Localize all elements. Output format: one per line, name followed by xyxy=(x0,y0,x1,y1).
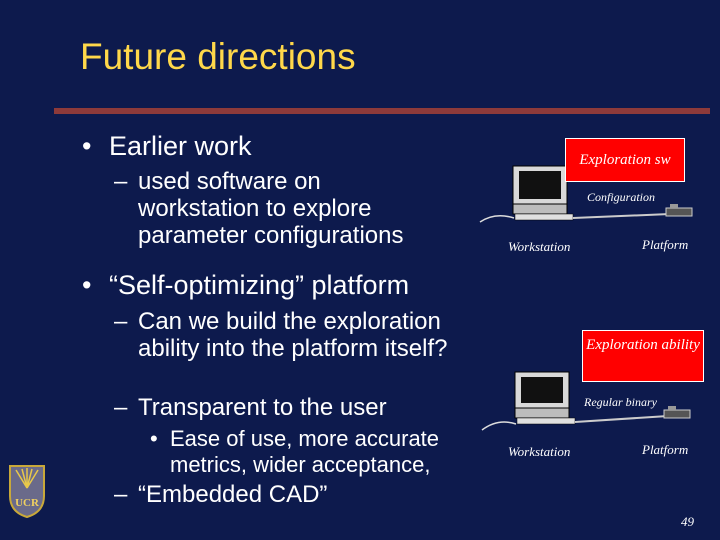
workstation-icon xyxy=(479,165,574,223)
slide-title: Future directions xyxy=(80,36,356,77)
sub-bullet-software: – used software on workstation to explor… xyxy=(114,168,444,249)
title-rule xyxy=(54,108,710,114)
label-regular-binary: Regular binary xyxy=(584,395,657,409)
bullet-self-optimizing: • “Self-optimizing” platform xyxy=(82,270,409,301)
sub-sub-bullet-text: Ease of use, more accurate metrics, wide… xyxy=(170,426,440,477)
bullet-dot: • xyxy=(150,426,158,451)
sub-bullet-text: Can we build the exploration ability int… xyxy=(138,308,448,362)
dash: – xyxy=(114,394,128,421)
dash: – xyxy=(114,168,128,195)
bullet-earlier-work: • Earlier work xyxy=(82,131,252,162)
sub-bullet-text: Transparent to the user xyxy=(138,394,387,421)
bullet-dot: • xyxy=(82,131,92,161)
sub-bullet-embedded: – “Embedded CAD” xyxy=(114,481,464,508)
callout-exploration-sw: Exploration sw xyxy=(565,138,685,182)
top-diagram-art xyxy=(479,165,693,223)
sub-bullet-text: used software on workstation to explore … xyxy=(138,168,404,249)
sub-bullet-text: “Embedded CAD” xyxy=(138,481,328,508)
label-workstation-top: Workstation xyxy=(508,239,571,254)
label-platform-bottom: Platform xyxy=(642,442,689,457)
sub-sub-bullet-ease: • Ease of use, more accurate metrics, wi… xyxy=(150,426,470,478)
bullet-dot: • xyxy=(82,270,92,300)
label-platform-top: Platform xyxy=(642,237,689,252)
sub-bullet-build: – Can we build the exploration ability i… xyxy=(114,308,464,362)
label-workstation-bottom: Workstation xyxy=(508,444,571,459)
bullet-text: Earlier work xyxy=(108,131,252,161)
platform-board-icon xyxy=(663,406,691,419)
link-cable xyxy=(572,213,671,219)
link-cable xyxy=(574,415,669,423)
dash: – xyxy=(114,308,128,335)
ucr-seal-logo: UCR xyxy=(9,465,45,518)
platform-board-icon xyxy=(665,204,693,217)
workstation-icon xyxy=(481,371,576,431)
dash: – xyxy=(114,481,128,508)
sub-bullet-transparent: – Transparent to the user xyxy=(114,394,464,421)
bullet-text: “Self-optimizing” platform xyxy=(108,270,410,300)
page-number: 49 xyxy=(681,514,694,529)
logo-text: UCR xyxy=(15,497,40,509)
bottom-diagram-art xyxy=(481,371,691,431)
callout-exploration-ability: Exploration ability xyxy=(582,330,704,382)
label-configuration: Configuration xyxy=(587,190,656,204)
